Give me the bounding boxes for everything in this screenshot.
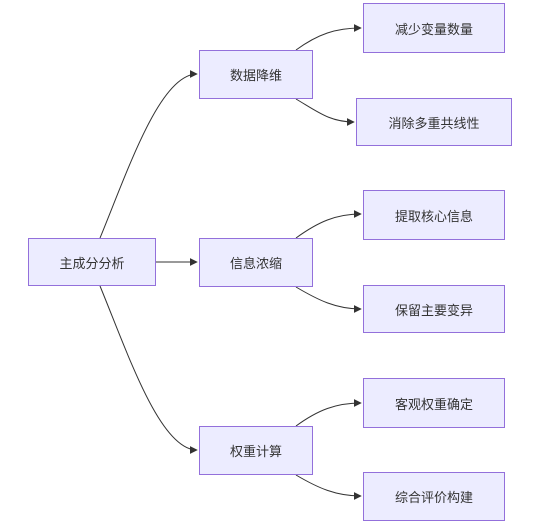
- edge-weight-calc-to-objective-weights: [295, 399, 362, 427]
- edge-info-condensing-to-retain-variation: [295, 286, 362, 313]
- node-label: 消除多重共线性: [388, 116, 480, 132]
- node-label: 客观权重确定: [394, 397, 473, 413]
- edge-weight-calc-to-comprehensive-evaluation: [295, 474, 362, 500]
- node-label: 数据降维: [229, 69, 282, 84]
- node-label: 权重计算: [229, 445, 282, 460]
- node-label: 综合评价构建: [394, 491, 473, 506]
- node-comprehensive-evaluation: 综合评价构建: [363, 472, 505, 521]
- edge-info-condensing-to-extract-core: [295, 210, 362, 239]
- node-label: 信息浓缩: [229, 257, 282, 272]
- node-info-condensing: 信息浓缩: [199, 238, 313, 287]
- edge-root-to-weight-calc: [99, 285, 198, 454]
- edge-data-reduction-to-reduce-variables: [295, 24, 362, 51]
- edge-root-to-data-reduction: [99, 70, 198, 239]
- node-remove-multicollinearity: 消除多重共线性: [356, 98, 512, 146]
- node-reduce-variables: 减少变量数量: [363, 3, 505, 53]
- edge-data-reduction-to-remove-multicollinearity: [295, 98, 355, 126]
- node-label: 主成分分析: [59, 256, 125, 272]
- node-retain-main-variation: 保留主要变异: [363, 285, 505, 333]
- node-label: 保留主要变异: [394, 303, 473, 319]
- node-label: 提取核心信息: [394, 209, 473, 225]
- node-extract-core-info: 提取核心信息: [363, 190, 505, 240]
- node-data-reduction: 数据降维: [199, 50, 313, 99]
- node-root-pca: 主成分分析: [28, 238, 156, 286]
- node-label: 减少变量数量: [394, 22, 473, 38]
- node-weight-calc: 权重计算: [199, 426, 313, 475]
- node-objective-weights: 客观权重确定: [363, 378, 505, 428]
